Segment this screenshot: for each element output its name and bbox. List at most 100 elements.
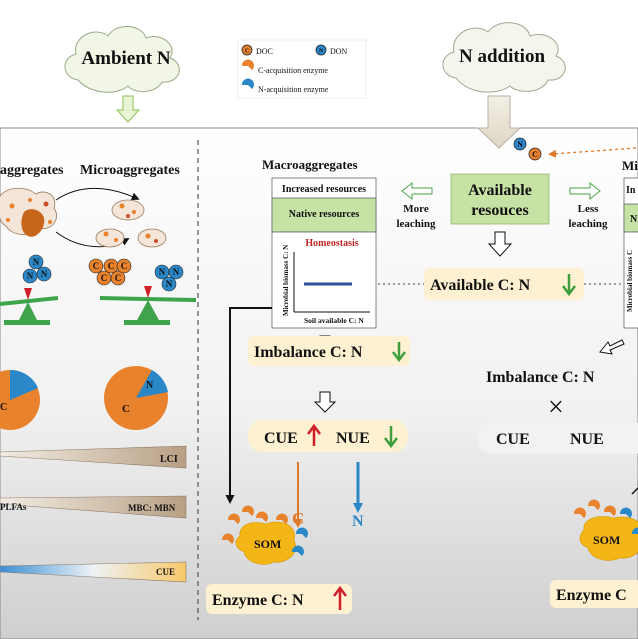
n-ball-label: N [517, 140, 523, 149]
micro-n-balls [154, 264, 184, 292]
legend-don-ball [315, 44, 327, 56]
som-right-label: SOM [593, 533, 620, 547]
n-ball-icon [513, 137, 527, 151]
n-branch-label: N [352, 513, 364, 530]
right-nue-label: NUE [570, 431, 604, 448]
micro-ball-n-2: N [173, 267, 180, 277]
available-down-green-arrow [562, 274, 576, 297]
more-leaching-line1: More [403, 203, 429, 215]
micro-ball-c-3: C [108, 261, 115, 271]
lci-label: LCI [160, 454, 178, 465]
imbalance-pill-left [248, 336, 410, 366]
legend: C DOC N DON C-acquisition enzyme N-acqui… [237, 39, 367, 99]
legend-don-ball-symbol: N [319, 49, 324, 55]
macro-elbow-arrow [225, 307, 272, 504]
pie-micro-c-label: C [122, 403, 130, 415]
macro-cue-label: CUE [264, 430, 298, 447]
down-arrow-2 [313, 391, 337, 413]
available-resources-line2: resouces [471, 202, 528, 219]
right-plot-box [623, 231, 638, 329]
enzyme-pill-right [550, 580, 638, 608]
micro-c-balls [88, 258, 132, 286]
right-cue-label: CUE [496, 431, 530, 448]
microaggregate-clusters [95, 199, 167, 248]
n-addition-down-arrow [476, 95, 522, 149]
som-left [221, 505, 308, 565]
balance-scale-micro [100, 286, 196, 325]
native-resources-box [271, 197, 377, 233]
aggregate-arrow-top [55, 188, 140, 201]
right-increased-fragment: In [626, 185, 636, 196]
more-leaching-arrow [401, 181, 433, 201]
pie-micro [104, 366, 168, 430]
cue-nue-pill-left [248, 420, 408, 452]
plot-x-label: Soil available C: N [304, 316, 364, 325]
down-arrow-available [487, 231, 513, 257]
macro-title: Macroaggregates [262, 157, 358, 172]
micro-ball-n-1: N [159, 267, 166, 277]
enzyme-pill-left [206, 584, 352, 614]
more-leaching-line2: leaching [396, 218, 436, 230]
c-ball-label: C [532, 150, 538, 159]
cue-bar [0, 561, 187, 583]
imbalance-down-green-arrow [392, 342, 406, 363]
enzyme-up-red-arrow [333, 585, 347, 610]
lci-bar [0, 445, 187, 469]
available-resources-line1: Available [468, 182, 532, 199]
ambient-down-arrow [115, 95, 141, 123]
available-cn-label: Available C: N [430, 277, 531, 294]
nue-down-green-arrow [384, 426, 398, 449]
imbalance-label-left: Imbalance C: N [254, 344, 363, 361]
n-addition-label: N addition [459, 46, 545, 67]
legend-n-enzyme-icon [241, 78, 254, 89]
left-ball-n-1: N [33, 257, 40, 267]
cross-icon: × [548, 392, 564, 423]
macroaggregate-cluster [0, 187, 57, 237]
left-n-balls [22, 254, 52, 284]
legend-c-enzyme-icon [241, 59, 254, 70]
right-diagonal-arrow [599, 339, 625, 355]
micro-ball-n-3: N [166, 279, 173, 289]
available-resources-box [450, 173, 550, 225]
cue-nue-pill-right [478, 422, 638, 454]
n-addition-cloud [442, 22, 566, 93]
micro-ball-c-2: C [115, 273, 122, 283]
right-y-axis-fragment: Microbial biomass C [626, 250, 634, 312]
left-microaggregates-title: Microaggregates [80, 163, 180, 178]
enzyme-label-left: Enzyme C: N [212, 592, 304, 609]
enzyme-label-right: Enzyme C [556, 587, 627, 604]
ambient-n-label: Ambient N [81, 48, 170, 69]
left-aggregates-title: aggregates [0, 163, 64, 178]
pie-left-c-label: C [0, 402, 7, 413]
native-resources-label: Native resources [289, 209, 360, 220]
right-small-arrow [631, 487, 638, 495]
som-right [573, 499, 638, 561]
legend-doc-ball [241, 44, 253, 56]
c-branch-label: C [292, 509, 304, 528]
micro-ball-c-1: C [101, 273, 108, 283]
mbc-mbn-label: MBC: MBN [128, 503, 176, 513]
legend-n-enzyme: N-acquisition enzyme [258, 85, 329, 94]
c-ball-icon [528, 147, 542, 161]
plfas-label: PLFAs [0, 502, 27, 512]
imbalance-label-right: Imbalance C: N [486, 369, 595, 386]
increased-resources-label: Increased resources [282, 184, 366, 195]
legend-doc: DOC [256, 47, 273, 56]
cue-up-red-arrow [307, 423, 321, 446]
right-native-fragment: N [630, 214, 638, 225]
right-title-fragment: Mi [622, 158, 638, 173]
left-ball-n-2: N [41, 269, 48, 279]
less-leaching-line1: Less [578, 203, 600, 215]
dotted-input-arrow [548, 147, 637, 158]
cue-bar-label: CUE [156, 567, 175, 577]
legend-c-enzyme: C-acquisition enzyme [258, 66, 328, 75]
balance-scale-left [0, 288, 58, 325]
micro-ball-c-4: C [93, 261, 100, 271]
plot-y-label: Microbial biomass C: N [282, 245, 290, 316]
pie-left [0, 369, 40, 430]
legend-don: DON [330, 47, 348, 56]
som-left-label: SOM [254, 537, 281, 551]
less-leaching-line2: leaching [568, 218, 608, 230]
left-ball-n-3: N [27, 271, 34, 281]
